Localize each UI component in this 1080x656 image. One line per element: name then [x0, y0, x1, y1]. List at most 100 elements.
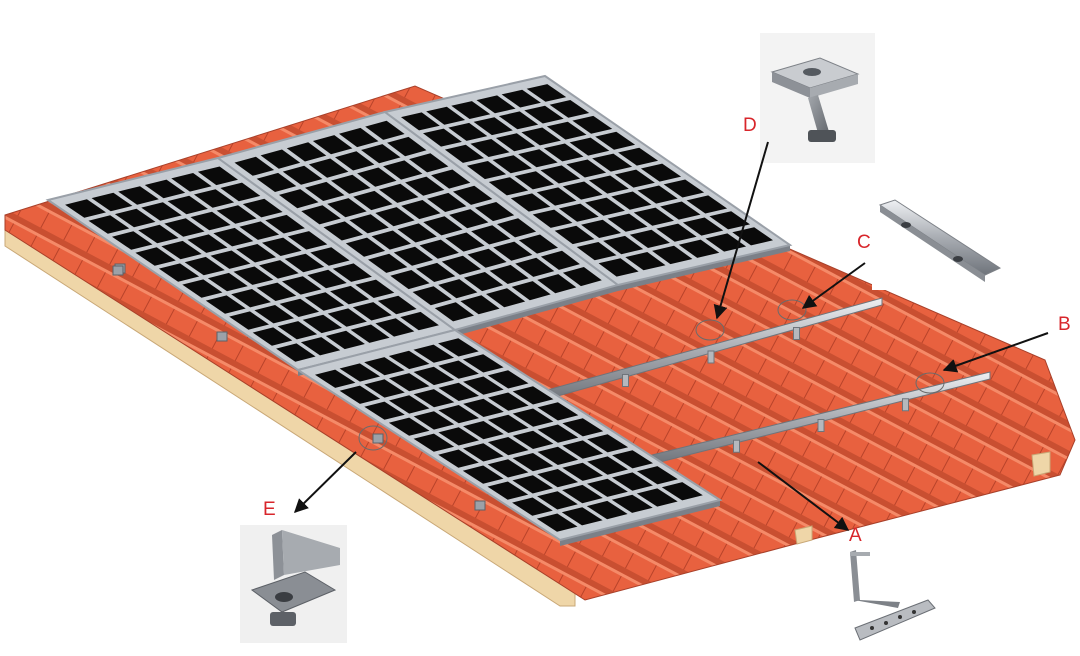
- solar-cell: [431, 169, 471, 189]
- detail-markers: [358, 299, 945, 451]
- solar-cell: [562, 181, 603, 200]
- solar-cell: [532, 209, 573, 228]
- solar-cell: [375, 318, 415, 337]
- solar-cell: [611, 191, 652, 210]
- roof-rafter-right: [794, 525, 813, 545]
- arrow-c: [801, 262, 866, 309]
- solar-cell: [441, 255, 481, 275]
- solar-cell: [603, 235, 644, 255]
- end-clamp-mark: [216, 331, 228, 342]
- solar-cell: [612, 450, 653, 469]
- solar-cell: [640, 163, 682, 182]
- solar-cell: [312, 135, 353, 155]
- roof-hook-mark: [817, 419, 825, 432]
- solar-cell: [349, 214, 389, 234]
- solar-cell: [182, 279, 223, 298]
- solar-cell: [493, 241, 533, 261]
- solar-cell: [413, 344, 454, 363]
- solar-panels: [45, 74, 793, 546]
- solar-cell: [260, 149, 301, 169]
- solar-cell: [637, 466, 678, 485]
- solar-cell: [254, 305, 294, 324]
- solar-cell: [335, 151, 375, 171]
- callout-e: E: [263, 499, 276, 520]
- solar-cell: [444, 144, 484, 163]
- solar-cell: [434, 302, 474, 322]
- solar-cell: [276, 343, 316, 362]
- detail-marker-d: [695, 319, 725, 341]
- solar-cell: [652, 245, 693, 265]
- solar-cell: [279, 189, 319, 209]
- roof-hook-mark: [707, 350, 715, 364]
- arrow-a: [757, 461, 850, 531]
- solar-cell: [371, 230, 411, 250]
- solar-cell: [537, 469, 579, 488]
- solar-cell: [611, 494, 653, 513]
- solar-cell: [487, 370, 529, 389]
- callout-c: C: [857, 232, 871, 253]
- solar-cell: [585, 197, 625, 216]
- solar-cell: [562, 267, 602, 287]
- solar-cell: [364, 379, 405, 398]
- solar-cell: [495, 133, 536, 152]
- solar-cell: [315, 369, 356, 388]
- arrow-b: [942, 332, 1049, 373]
- solar-cell: [537, 446, 579, 465]
- solar-cell: [514, 171, 555, 190]
- solar-cell: [473, 117, 513, 136]
- solar-cell: [308, 158, 349, 178]
- solar-cell: [540, 250, 580, 270]
- panel-frame-side: [618, 245, 790, 291]
- solar-cell: [451, 101, 491, 119]
- solar-cell: [91, 192, 133, 212]
- detail-marker-e: [358, 425, 388, 451]
- solar-cell: [413, 433, 455, 452]
- solar-cell: [633, 207, 674, 226]
- solar-cell: [345, 237, 386, 257]
- end-clamp-mark: [112, 265, 124, 276]
- solar-cell: [537, 491, 578, 510]
- solar-cell: [239, 221, 280, 240]
- solar-cell: [629, 229, 670, 248]
- solar-cell: [423, 216, 463, 236]
- solar-cell: [364, 401, 405, 420]
- solar-cell: [618, 147, 659, 166]
- inset-roof-hook: [835, 545, 940, 650]
- solar-cell: [194, 189, 235, 208]
- detail-marker-c: [777, 299, 807, 321]
- arrow-e: [294, 451, 357, 513]
- solar-cell: [167, 195, 208, 215]
- solar-cell: [460, 295, 500, 315]
- solar-cell: [445, 232, 485, 252]
- solar-cell: [141, 202, 182, 221]
- solar-cell: [511, 281, 551, 301]
- solar-cell: [158, 263, 200, 282]
- solar-cell: [709, 211, 750, 230]
- solar-cell: [256, 172, 297, 192]
- solar-cell: [205, 295, 246, 314]
- solar-cell: [562, 418, 604, 437]
- solar-cell: [475, 202, 515, 222]
- solar-cell: [423, 128, 462, 147]
- solar-cell: [682, 217, 724, 236]
- solar-cell: [364, 357, 405, 376]
- roof-rafter-right-2: [1031, 451, 1051, 477]
- solar-cell: [387, 136, 427, 157]
- solar-cell: [660, 201, 701, 220]
- solar-cell: [470, 139, 510, 157]
- solar-cell: [282, 165, 323, 185]
- solar-cell: [476, 95, 516, 114]
- solar-cell: [448, 122, 488, 141]
- end-clamp-mark: [372, 433, 384, 444]
- solar-cell: [524, 105, 564, 124]
- solar-cell: [327, 198, 367, 218]
- solar-cell: [705, 233, 747, 252]
- roof-hook-mark: [622, 374, 629, 387]
- solar-cell: [305, 181, 345, 201]
- solar-cell: [486, 288, 526, 308]
- leader-arrows: [294, 141, 1049, 531]
- solar-cell: [562, 484, 603, 504]
- solar-cell: [252, 327, 293, 346]
- solar-cell: [383, 160, 423, 180]
- solar-cell: [512, 408, 554, 427]
